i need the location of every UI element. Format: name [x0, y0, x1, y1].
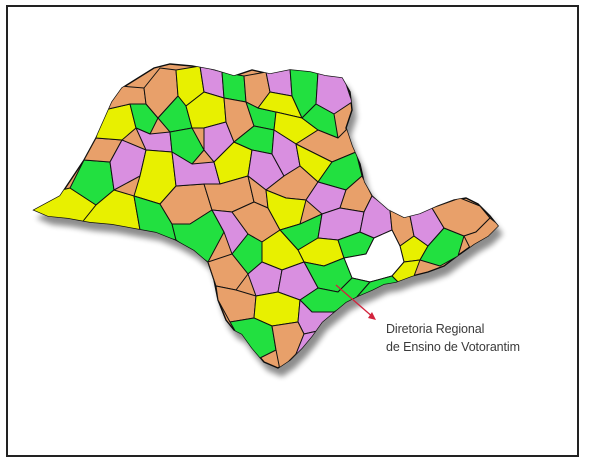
annotation-line-1: Diretoria Regional [386, 322, 485, 336]
region [129, 103, 159, 135]
region [301, 103, 339, 139]
pointer-arrow [335, 284, 376, 320]
region-annotation: Diretoria Regional de Ensino de Votorant… [386, 320, 520, 356]
region [229, 317, 277, 361]
annotation-line-2: de Ensino de Votorantim [386, 340, 520, 354]
region [207, 253, 249, 291]
region [221, 71, 247, 103]
